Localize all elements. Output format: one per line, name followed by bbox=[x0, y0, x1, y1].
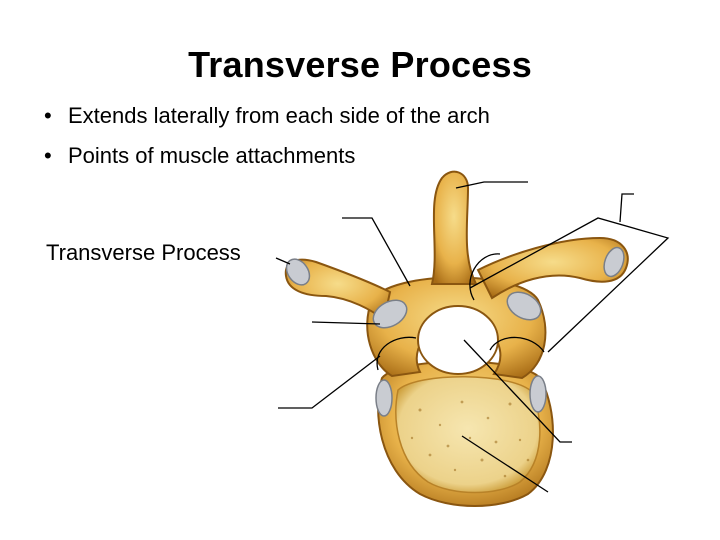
bullet-dot-icon: • bbox=[44, 143, 52, 168]
bullet-list: • Extends laterally from each side of th… bbox=[44, 96, 490, 176]
bullet-item: • Extends laterally from each side of th… bbox=[44, 96, 490, 136]
bullet-dot-icon: • bbox=[44, 103, 52, 128]
facet-right-sup bbox=[506, 291, 542, 321]
bracket-loop-lower-right bbox=[489, 336, 545, 353]
bracket-loop-upper bbox=[469, 253, 501, 301]
facet-left-sup bbox=[372, 299, 408, 329]
leader-lines bbox=[275, 181, 670, 493]
bullet-text: Points of muscle attachments bbox=[68, 143, 356, 168]
facet-right-costal bbox=[529, 375, 547, 413]
bullet-text: Extends laterally from each side of the … bbox=[68, 103, 490, 128]
slide-title: Transverse Process bbox=[188, 44, 532, 85]
cancellous-dots bbox=[410, 400, 530, 478]
figure-label: Transverse Process bbox=[46, 240, 241, 265]
facet-left-costal bbox=[375, 379, 393, 417]
spinous-process bbox=[430, 170, 478, 285]
bracket-loop-lower-left bbox=[376, 336, 417, 371]
transverse-process-left bbox=[284, 258, 392, 322]
facet-right-tp bbox=[603, 246, 625, 278]
bullet-item: • Points of muscle attachments bbox=[44, 136, 490, 176]
vertebral-foramen bbox=[417, 305, 499, 375]
facet-left-tp bbox=[285, 258, 311, 286]
transverse-process-right bbox=[476, 236, 629, 300]
